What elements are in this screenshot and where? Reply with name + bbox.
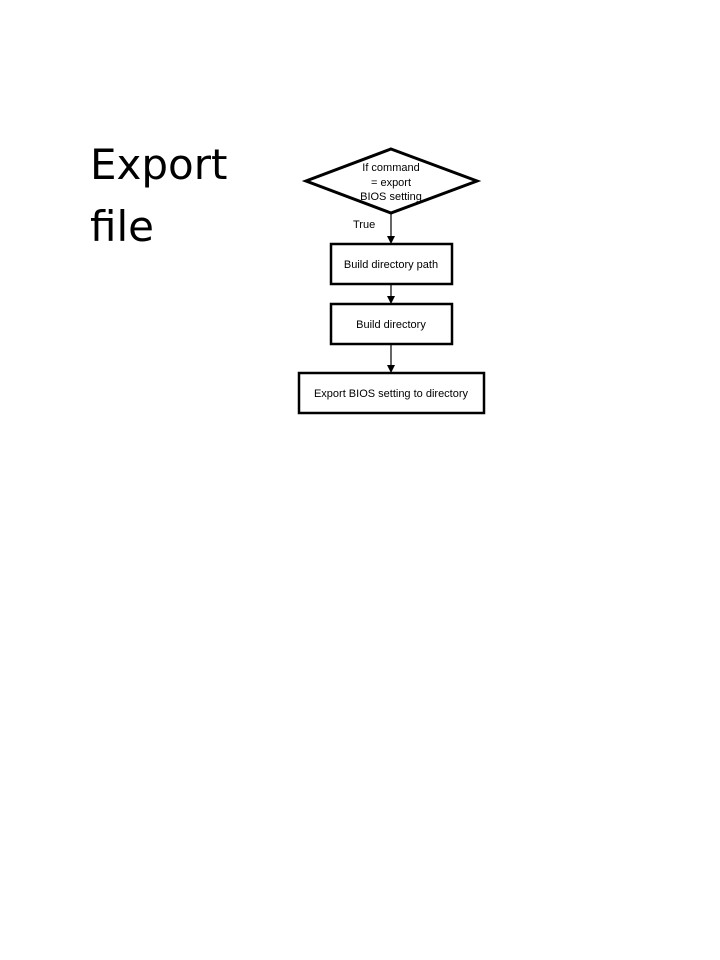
step-2-label: Build directory [356, 319, 426, 331]
decision-text-line-1: If command [362, 162, 419, 174]
edge-true-label: True [353, 219, 375, 231]
step-build-directory-path: Build directory path [329, 242, 454, 286]
slide-title-line-2: file [90, 202, 154, 251]
decision-node: If command = export BIOS setting [301, 147, 482, 215]
slide-title-line-1: Export [90, 140, 228, 189]
step-export-bios-setting: Export BIOS setting to directory [297, 371, 486, 415]
decision-text-line-2: = export [371, 177, 411, 189]
step-3-label: Export BIOS setting to directory [314, 388, 469, 400]
slide-title: Export file [90, 134, 290, 258]
step-1-box [329, 242, 454, 286]
step-2-box [329, 302, 454, 346]
decision-text-line-3: BIOS setting [360, 191, 422, 203]
step-1-label: Build directory path [344, 259, 438, 271]
step-build-directory: Build directory [329, 302, 454, 346]
step-3-box [297, 371, 486, 415]
